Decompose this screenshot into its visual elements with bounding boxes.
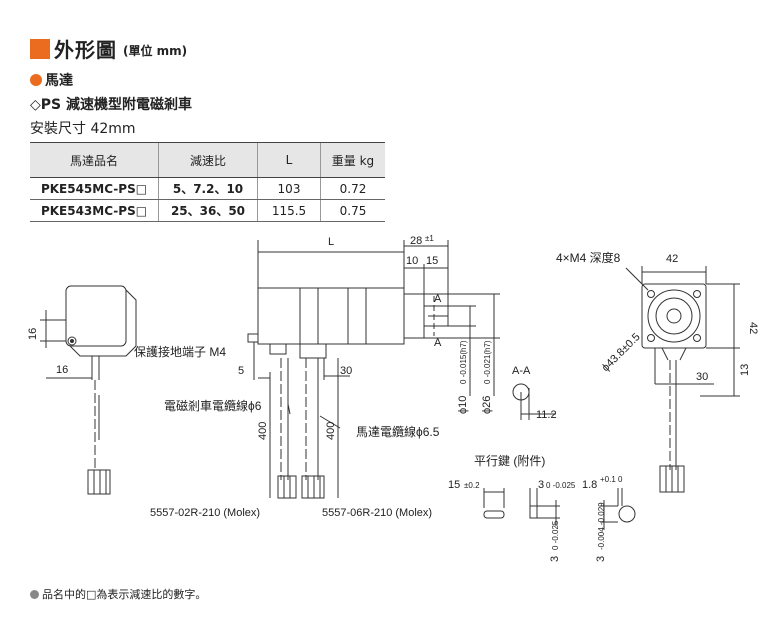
dim-16-side: 16: [27, 328, 39, 340]
key-dim-15: 15: [448, 479, 460, 491]
dim-16-bottom: 16: [56, 364, 68, 376]
dim-28-tol: ±1: [425, 234, 434, 243]
motor-label: 馬達: [45, 73, 73, 89]
cell-ratio: 5、7.2、10: [158, 177, 258, 200]
spec-table: 馬達品名 減速比 L 重量 kg PKE545MC-PS□ 5、7.2、10 1…: [30, 142, 385, 222]
cell-length: 115.5: [257, 199, 321, 222]
col-header-length: L: [257, 142, 321, 178]
dim-11-2: 11.2: [536, 409, 557, 421]
col-header-weight: 重量 kg: [320, 142, 385, 178]
main-side-view: [247, 240, 500, 499]
page-title: 外形圖: [54, 38, 117, 62]
dim-42-right: 42: [747, 322, 759, 334]
connector-brake-label: 5557-02R-210 (Molex): [150, 507, 260, 519]
key-dim-1-8: 1.8: [582, 479, 597, 491]
cell-ratio: 25、36、50: [158, 199, 258, 222]
front-view: [625, 266, 740, 493]
cell-model: PKE545MC-PS□: [30, 177, 159, 200]
shaft-phi10: ϕ10: [457, 396, 469, 414]
key-dim-3v2-tol: -0.004 -0.029: [597, 502, 606, 550]
gray-dot-icon: [30, 589, 39, 599]
footnote-text: 品名中的□為表示減速比的數字。: [42, 588, 207, 601]
left-side-view: [40, 285, 137, 495]
key-dim-15-tol: ±0.2: [464, 481, 480, 490]
section-header: 外形圖 (單位 mm): [30, 34, 187, 63]
ground-terminal-label: 保護接地端子 M4: [134, 344, 226, 359]
dim-13: 13: [739, 364, 751, 376]
mount-label: 安裝尺寸 42mm: [30, 121, 136, 137]
dim-5: 5: [238, 365, 244, 377]
dim-10: 10: [406, 255, 418, 267]
col-header-model: 馬達品名: [30, 142, 159, 178]
front-holes-label: 4×M4 深度8: [556, 250, 621, 265]
motor-cable-label: 馬達電纜線ϕ6.5: [356, 424, 440, 439]
dim-L: L: [328, 236, 334, 248]
cell-weight: 0.75: [320, 199, 385, 222]
shaft-phi26-tol: 0 -0.021(h7): [483, 340, 492, 384]
orange-square-icon: [30, 38, 50, 59]
key-dim-3v-tol: 0 -0.025: [551, 520, 560, 550]
connector-motor-label: 5557-06R-210 (Molex): [322, 507, 432, 519]
orange-dot-icon: [30, 74, 42, 86]
key-dim-3v2: 3: [595, 556, 607, 562]
dim-15: 15: [426, 255, 438, 267]
section-aa-label: A-A: [512, 365, 531, 377]
brake-cable-label: 電磁剎車電纜線ϕ6: [164, 398, 262, 413]
key-title: 平行鍵 (附件): [474, 453, 545, 468]
pcd-label: ϕ43.8±0.5: [600, 331, 643, 374]
section-marker-a-top: A: [434, 293, 442, 305]
key-dim-3v: 3: [549, 556, 561, 562]
dim-30-mid: 30: [340, 365, 352, 377]
table-header-row: 馬達品名 減速比 L 重量 kg: [30, 142, 385, 178]
key-dim-3: 3: [538, 479, 544, 491]
cell-model: PKE543MC-PS□: [30, 199, 159, 222]
dim-30-right: 30: [696, 371, 708, 383]
dim-400-motor: 400: [325, 422, 337, 440]
key-dim-1-8-tol: +0.1 0: [600, 475, 623, 484]
dim-400-brake: 400: [257, 422, 269, 440]
motor-heading: 馬達: [30, 70, 73, 90]
shaft-phi10-tol: 0 -0.015(h7): [459, 340, 468, 384]
key-dim-3-tol: 0 -0.025: [546, 481, 576, 490]
footnote: 品名中的□為表示減速比的數字。: [30, 586, 206, 602]
cell-length: 103: [257, 177, 321, 200]
section-marker-a-bottom: A: [434, 337, 442, 349]
unit-label: (單位 mm): [123, 44, 188, 58]
table-row: PKE543MC-PS□ 25、36、50 115.5 0.75: [30, 199, 385, 222]
table-row: PKE545MC-PS□ 5、7.2、10 103 0.72: [30, 177, 385, 200]
type-label: ◇PS 減速機型附電磁剎車: [30, 97, 192, 113]
shaft-phi26: ϕ26: [481, 396, 493, 414]
cell-weight: 0.72: [320, 177, 385, 200]
parallel-key-view: [483, 488, 636, 530]
dim-28: 28: [410, 235, 422, 247]
section-aa-view: [512, 383, 556, 420]
dim-42-top: 42: [666, 253, 678, 265]
col-header-ratio: 減速比: [158, 142, 258, 178]
